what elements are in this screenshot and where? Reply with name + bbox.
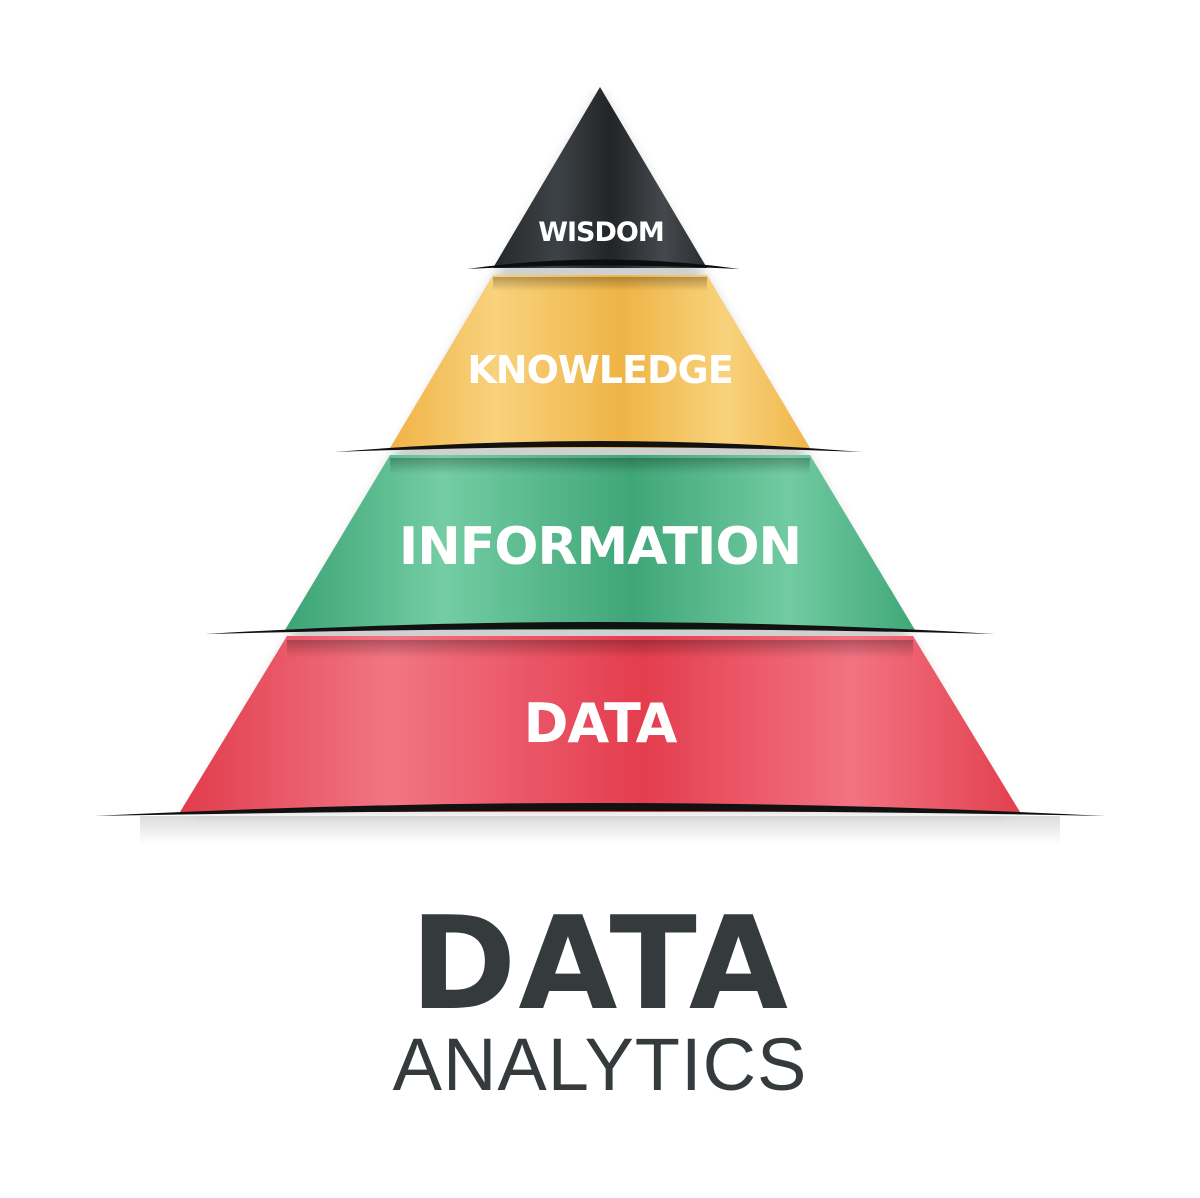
- layer-information: INFORMATION: [205, 455, 995, 634]
- dikw-pyramid: DATA INFORMATION KNOWLEDGE WISDOM: [95, 87, 1105, 844]
- layer-data: DATA: [95, 636, 1105, 844]
- layer-wisdom: WISDOM: [467, 87, 740, 269]
- layer-label-knowledge: KNOWLEDGE: [467, 348, 732, 392]
- title-subtitle: ANALYTICS: [392, 1023, 808, 1106]
- layer-label-information: INFORMATION: [399, 517, 801, 577]
- layer-label-wisdom: WISDOM: [538, 217, 664, 248]
- title-main: DATA: [410, 890, 790, 1039]
- layer-label-data: DATA: [524, 692, 678, 755]
- layer-knowledge: KNOWLEDGE: [335, 275, 862, 452]
